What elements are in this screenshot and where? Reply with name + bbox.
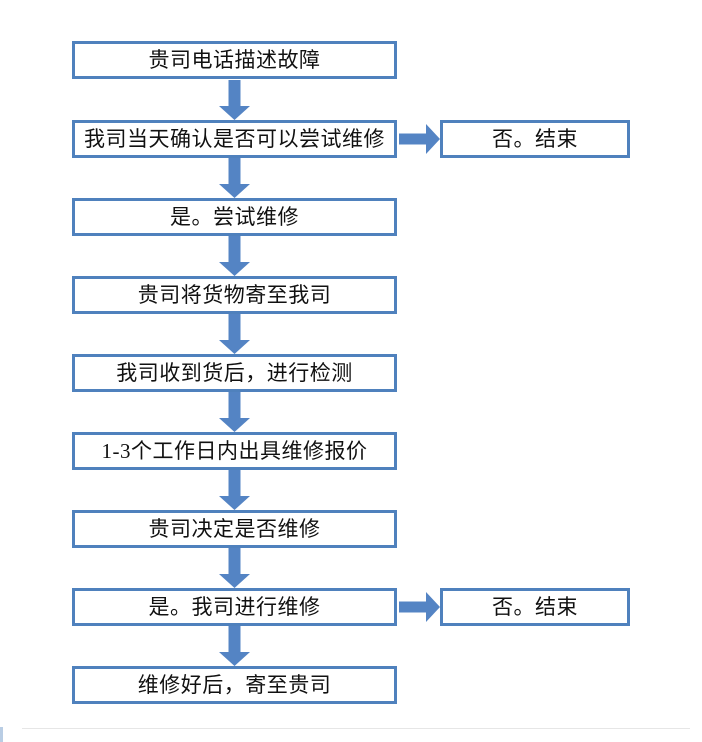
down-arrow-connector-6 <box>219 470 250 510</box>
node-describe-fault: 贵司电话描述故障 <box>72 41 397 79</box>
node-no-end-2: 否。结束 <box>440 588 630 626</box>
node-ship-goods-to-us: 贵司将货物寄至我司 <box>72 276 397 314</box>
node-yes-attempt-repair: 是。尝试维修 <box>72 198 397 236</box>
node-receive-and-inspect: 我司收到货后，进行检测 <box>72 354 397 392</box>
page-bottom-hairline <box>22 728 690 729</box>
right-arrow-connector-1 <box>399 124 440 154</box>
right-arrow-connector-2 <box>399 592 440 622</box>
down-arrow-connector-2 <box>219 158 250 198</box>
down-arrow-connector-7 <box>219 548 250 588</box>
page-left-edge-mark <box>0 727 3 742</box>
down-arrow-connector-1 <box>219 80 250 120</box>
node-ship-back: 维修好后，寄至贵司 <box>72 666 397 704</box>
node-no-end-1: 否。结束 <box>440 120 630 158</box>
node-yes-we-repair: 是。我司进行维修 <box>72 588 397 626</box>
down-arrow-connector-8 <box>219 626 250 666</box>
node-quote-in-1-3-days: 1-3个工作日内出具维修报价 <box>72 432 397 470</box>
node-confirm-repairable: 我司当天确认是否可以尝试维修 <box>72 120 397 158</box>
down-arrow-connector-4 <box>219 314 250 354</box>
down-arrow-connector-3 <box>219 236 250 276</box>
node-decide-repair: 贵司决定是否维修 <box>72 510 397 548</box>
down-arrow-connector-5 <box>219 392 250 432</box>
